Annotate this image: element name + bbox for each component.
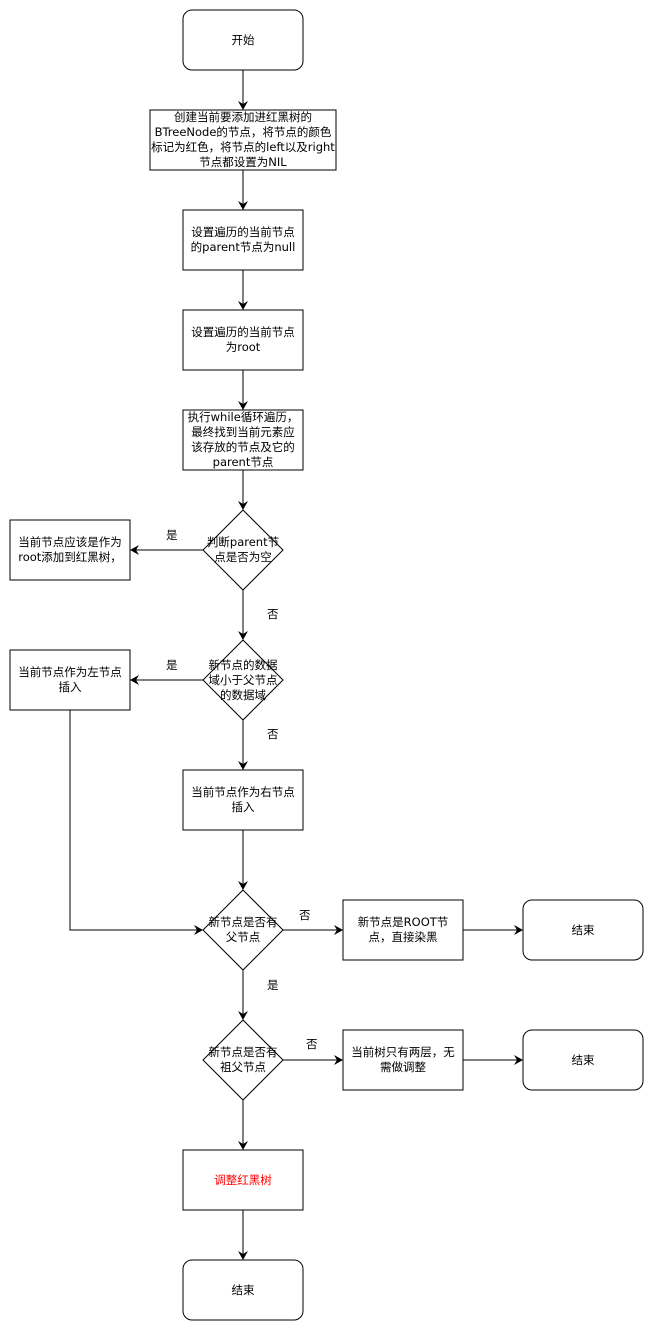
insert-right-label: 当前节点作为右节点 插入 [191,785,295,814]
adjust-tree-box [182,1149,304,1211]
check-has-grandparent-label: 新节点是否有 祖父节点 [208,1045,278,1074]
add-as-root-box [9,519,131,581]
end2-label: 结束 [571,1052,595,1067]
end2-terminal [522,1029,644,1091]
edge-label-less-yes: 是 [166,658,178,672]
edge-label-has-parent-no: 否 [299,908,311,922]
check-has-parent-label: 新节点是否有 父节点 [208,915,278,944]
end3-label: 结束 [231,1282,255,1297]
set-parent-null-label: 设置遍历的当前节点 的parent节点为null [190,225,296,254]
add-as-root-label: 当前节点应该是作为 root添加到红黑树， [18,535,122,564]
while-loop-label: 执行while循环遍历， 最终找到当前元素应 该存放的节点及它的 parent节… [187,410,299,469]
insert-right-box [182,769,304,831]
end1-terminal [522,899,644,961]
insert-left-label: 当前节点作为左节点 插入 [18,665,122,694]
set-current-root-box [182,309,304,371]
root-paint-black-label: 新节点是ROOT节 点，直接染黑 [357,915,449,944]
check-less-label: 新节点的数据 域小于父节点 的数据域 [208,657,278,702]
end1-label: 结束 [571,922,595,937]
end3-terminal [182,1259,304,1321]
check-parent-null-label: 判断parent节 点是否为空 [206,535,280,564]
edge-left-to-hasparent [69,710,203,935]
two-levels-box [342,1029,464,1091]
set-current-root-label: 设置遍历的当前节点 为root [191,325,295,354]
edge-label-parent-null-yes: 是 [166,528,178,542]
start-label: 开始 [231,32,255,47]
two-levels-label: 当前树只有两层，无 需做调整 [351,1045,455,1074]
edge-label-has-grandparent-no: 否 [306,1037,318,1051]
edge-label-parent-null-no: 否 [267,607,279,621]
create-node-label: 创建当前要添加进红黑树的 BTreeNode的节点，将节点的颜色 标记为红色，将… [151,110,335,169]
edge-label-less-no: 否 [267,727,279,741]
create-node-box [149,109,337,171]
adjust-tree-label: 调整红黑树 [214,1172,272,1187]
edge-label-has-parent-yes: 是 [267,978,279,992]
set-parent-null-box [182,209,304,271]
